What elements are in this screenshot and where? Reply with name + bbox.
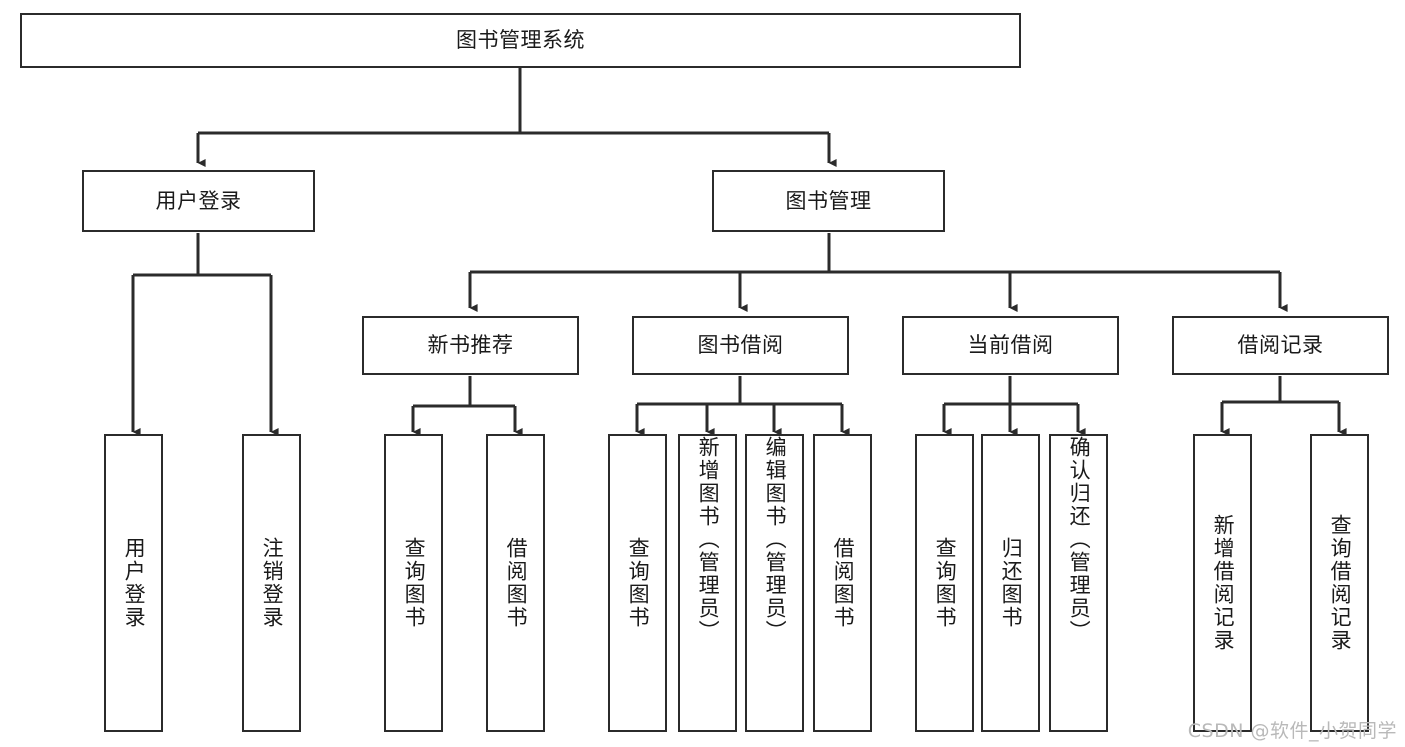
leaf-label: 借阅图书 <box>504 537 529 629</box>
node-new-book-recommend-label: 新书推荐 <box>427 333 514 358</box>
leaf-recommend-query-book[interactable]: 查询图书 <box>384 434 443 732</box>
leaf-recommend-borrow-book[interactable]: 借阅图书 <box>486 434 545 732</box>
node-current-borrow-label: 当前借阅 <box>967 333 1054 358</box>
leaf-borrow-add-book-admin[interactable]: 新增图书（管理员） <box>678 434 737 732</box>
leaf-label: 注销登录 <box>260 537 285 629</box>
node-borrow-record[interactable]: 借阅记录 <box>1172 316 1389 375</box>
node-root-label: 图书管理系统 <box>456 28 585 53</box>
node-book-management[interactable]: 图书管理 <box>712 170 945 232</box>
leaf-user-login-login[interactable]: 用户登录 <box>104 434 163 732</box>
leaf-current-confirm-return-admin[interactable]: 确认归还（管理员） <box>1049 434 1108 732</box>
leaf-label: 新增图书（管理员） <box>696 436 721 643</box>
leaf-label: 确认归还（管理员） <box>1067 436 1092 643</box>
leaf-label: 查询图书 <box>402 537 427 629</box>
node-book-borrow[interactable]: 图书借阅 <box>632 316 849 375</box>
node-borrow-record-label: 借阅记录 <box>1237 333 1324 358</box>
watermark: CSDN @软件_小贺同学 <box>1187 720 1397 742</box>
node-user-login[interactable]: 用户登录 <box>82 170 315 232</box>
leaf-label: 用户登录 <box>122 537 147 629</box>
leaf-borrow-edit-book-admin[interactable]: 编辑图书（管理员） <box>745 434 804 732</box>
leaf-label: 查询借阅记录 <box>1328 514 1353 652</box>
leaf-label: 归还图书 <box>999 537 1024 629</box>
node-book-management-label: 图书管理 <box>785 188 872 213</box>
leaf-user-login-logout[interactable]: 注销登录 <box>242 434 301 732</box>
leaf-current-return-book[interactable]: 归还图书 <box>981 434 1040 732</box>
leaf-label: 编辑图书（管理员） <box>763 436 788 643</box>
leaf-borrow-borrow-book[interactable]: 借阅图书 <box>813 434 872 732</box>
leaf-label: 查询图书 <box>933 537 958 629</box>
leaf-label: 新增借阅记录 <box>1211 514 1236 652</box>
leaf-borrow-query-book[interactable]: 查询图书 <box>608 434 667 732</box>
leaf-label: 借阅图书 <box>831 537 856 629</box>
leaf-current-query-book[interactable]: 查询图书 <box>915 434 974 732</box>
node-new-book-recommend[interactable]: 新书推荐 <box>362 316 579 375</box>
node-book-borrow-label: 图书借阅 <box>697 333 784 358</box>
leaf-label: 查询图书 <box>626 537 651 629</box>
leaf-record-add-record[interactable]: 新增借阅记录 <box>1193 434 1252 732</box>
node-current-borrow[interactable]: 当前借阅 <box>902 316 1119 375</box>
leaf-record-query-record[interactable]: 查询借阅记录 <box>1310 434 1369 732</box>
node-root[interactable]: 图书管理系统 <box>20 13 1021 68</box>
node-user-login-label: 用户登录 <box>155 188 242 213</box>
